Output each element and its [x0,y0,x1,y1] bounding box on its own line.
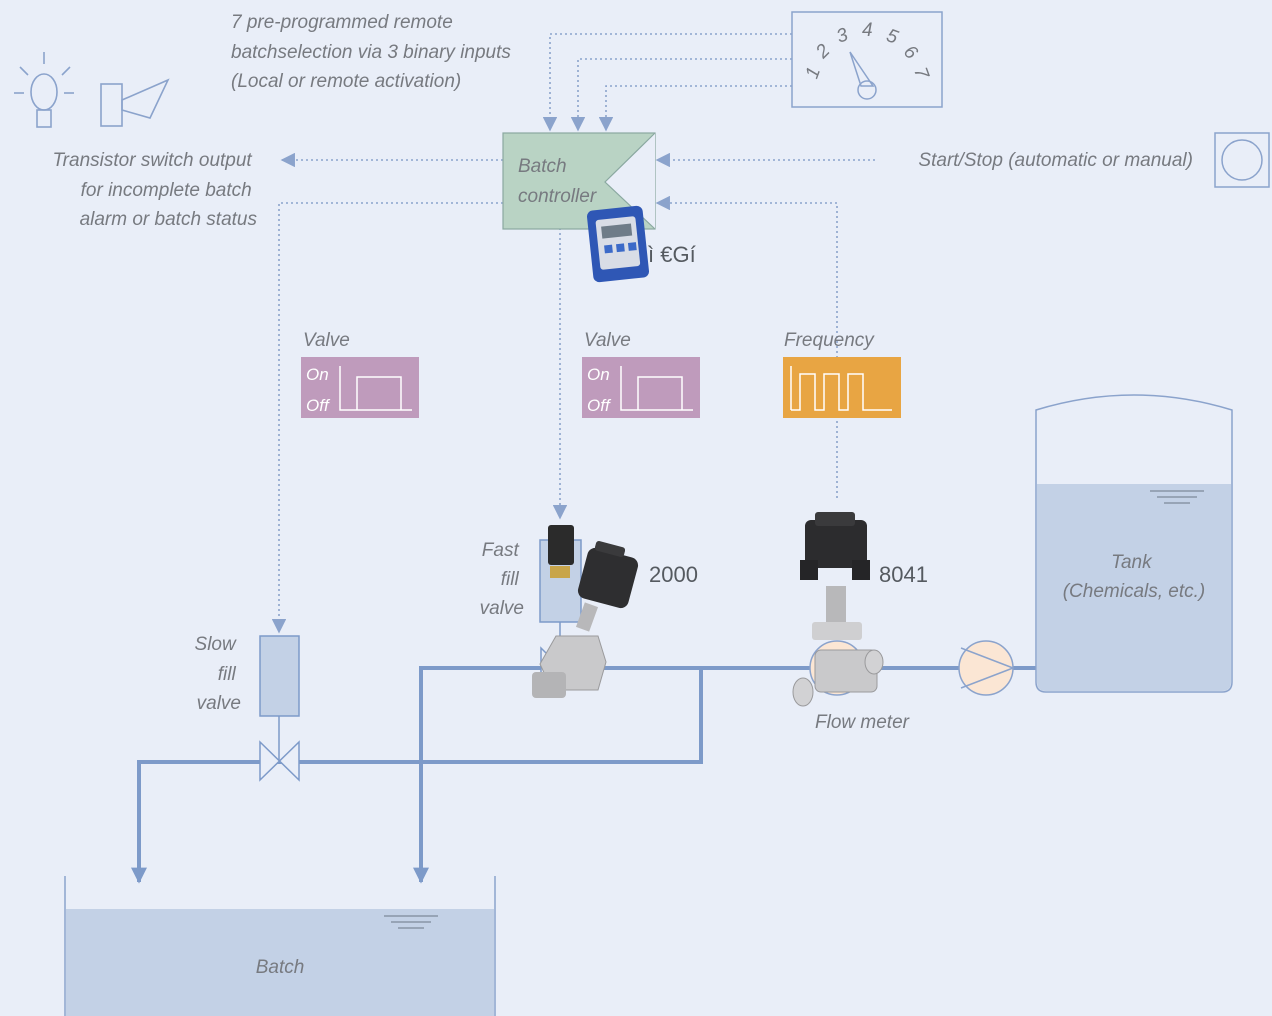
dial-knob [857,80,877,100]
batch-controller[interactable]: Batch controller [502,132,656,230]
pump [958,640,1014,696]
batch-label: Batch [256,957,305,978]
start-stop-button[interactable] [1214,132,1270,188]
tank: Tank (Chemicals, etc.) [1035,394,1233,693]
flow-meter-model: 8041 [879,562,928,587]
dial-number-6: 6 [899,41,922,64]
slow-valve-signal: Valve On Off [301,330,419,418]
controller-label: Batch controller [518,156,597,207]
dial-number-3: 3 [834,24,852,47]
controller-model: ì €Gí [648,242,696,267]
flow-meter-image [792,512,884,707]
transistor-text: Transistor switch output for incomplete … [52,150,257,230]
on-label: On [306,365,329,384]
dial-number-5: 5 [883,25,901,48]
frequency-signal-line [655,195,838,498]
dial-number-7: 7 [909,64,933,82]
off-label: Off [587,396,612,415]
dial-pointer [849,51,875,87]
fast-fill-label: Fast fill valve [480,540,524,619]
frequency-signal: Frequency [783,330,901,418]
tank-label: Tank (Chemicals, etc.) [1063,552,1206,602]
fast-valve-signal: Valve On Off [582,330,700,418]
slow-fill-label: Slow fill valve [195,634,241,714]
dial-number-1: 1 [802,64,825,81]
frequency-signal-title: Frequency [784,330,875,351]
slow-valve-signal-line [271,202,503,634]
selection-text: 7 pre-programmed remote batchselection v… [231,12,516,92]
on-label: On [587,365,610,384]
batch-container: Batch [64,876,496,1016]
horn-icon [100,78,170,127]
slow-fill-valve[interactable] [259,635,300,782]
slow-valve-signal-title: Valve [303,330,350,351]
off-label: Off [306,396,331,415]
binary-input-lines [542,33,792,132]
batch-selector-dial[interactable]: 1 2 3 4 5 6 7 [791,11,943,108]
dial-number-2: 2 [811,40,834,63]
fast-fill-valve-image [532,525,639,698]
dial-number-4: 4 [862,20,873,41]
controller-device-image [586,205,650,283]
fast-valve-model: 2000 [649,562,698,587]
fast-valve-signal-title: Valve [584,330,631,351]
lamp-icon [14,52,74,128]
start-stop-text: Start/Stop (automatic or manual) [918,150,1193,171]
flow-meter-label: Flow meter [815,712,910,733]
